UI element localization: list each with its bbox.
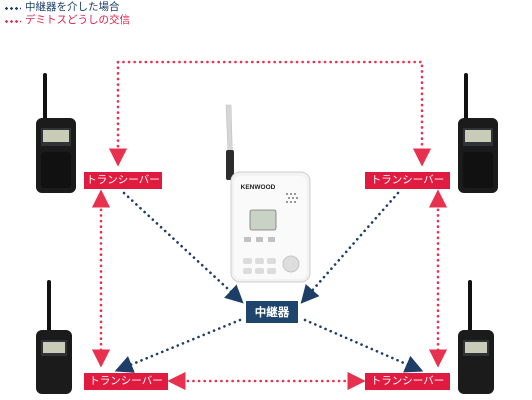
transceiver-label-bottom-right: トランシーバー [365,373,450,390]
transceiver-image-bottom-right [458,280,494,394]
repeater-path-bottom-right [303,318,424,373]
legend: 中継器を介した場合 デミトスどうしの交信 [4,1,130,27]
legend-item-repeater: 中継器を介した場合 [4,1,130,14]
legend-swatch-red-dots [4,19,21,23]
legend-label: 中継器を介した場合 [25,1,120,13]
repeater-device-image: KENWOOD [225,104,311,283]
transceiver-image-top-right [458,73,498,193]
transceiver-image-bottom-left [36,280,72,394]
repeater-label: 中継器 [246,301,298,323]
speaker-grille [286,193,298,203]
legend-item-direct: デミトスどうしの交信 [4,14,130,27]
direct-paths [91,60,448,391]
legend-label: デミトスどうしの交信 [25,14,130,26]
legend-swatch-navy-dots [4,6,21,10]
transceiver-label-bottom-left: トランシーバー [84,373,168,390]
repeater-path-top-left [122,191,244,304]
transceiver-label-top-left: トランシーバー [84,172,162,189]
transceiver-label-top-right: トランシーバー [365,172,450,189]
repeater-paths [114,191,424,373]
repeater-path-top-right [300,191,400,304]
transceiver-image-top-left [36,73,76,193]
repeater-brand-logo: KENWOOD [241,184,276,191]
direct-path-top [108,60,432,167]
repeater-path-bottom-left [114,318,242,373]
